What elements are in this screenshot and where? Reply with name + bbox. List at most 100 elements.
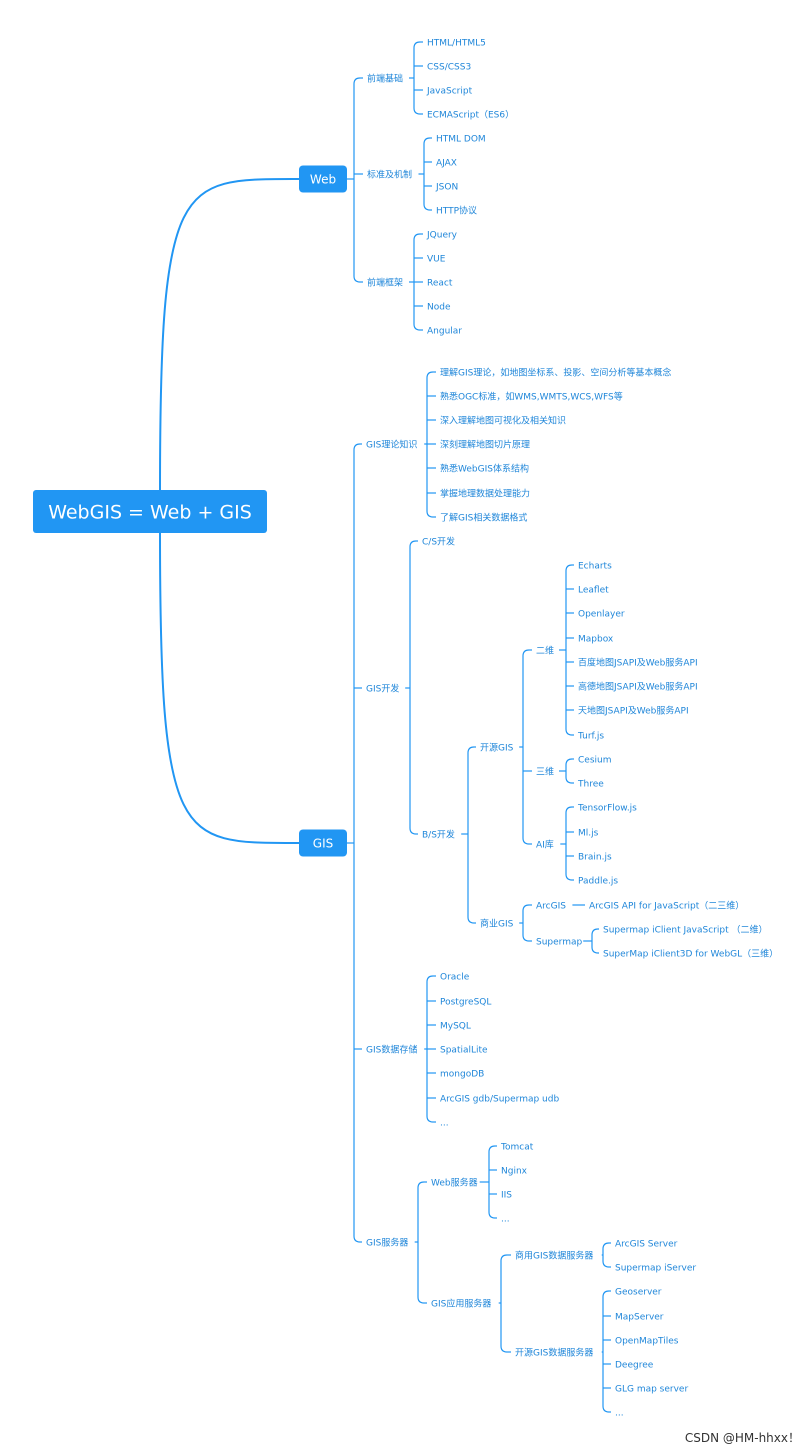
json-label: JSON [435, 183, 458, 193]
ai库-bracket [565, 806, 573, 881]
开源gis数据服务器-label: 开源GIS数据服务器 [515, 1347, 593, 1359]
deegree-label: Deegree [615, 1361, 654, 1371]
标准及机制-label: 标准及机制 [367, 169, 412, 181]
b-s开发-label: B/S开发 [422, 829, 455, 841]
高德地图jsapi及web服务api-label: 高德地图JSAPI及Web服务API [578, 681, 698, 693]
深刻理解地图切片原理-label: 深刻理解地图切片原理 [440, 439, 530, 451]
b-s开发-bracket [467, 746, 475, 924]
mysql-label: MySQL [440, 1022, 471, 1032]
css-css3-label: CSS/CSS3 [427, 63, 471, 73]
web服务器-bracket [488, 1145, 496, 1219]
tensorflow-js-label: TensorFlow.js [577, 804, 637, 814]
leaflet-label: Leaflet [578, 586, 609, 596]
web-main-curve [159, 177, 300, 491]
tomcat-label: Tomcat [500, 1143, 534, 1153]
web-node [299, 165, 347, 193]
gis开发-label: GIS开发 [366, 683, 399, 695]
web-bracket [353, 77, 361, 283]
supermap-iclient3d-for-webgl-三维-label: SuperMap iClient3D for WebGL（三维） [603, 948, 778, 960]
turf-js-label: Turf.js [577, 732, 604, 742]
标准及机制-bracket [423, 137, 431, 211]
angular-label: Angular [427, 327, 462, 337]
ecmascript-es6-label: ECMAScript（ES6） [427, 110, 514, 121]
vue-label: VUE [427, 255, 446, 265]
web服务器-label: Web服务器 [431, 1177, 478, 1189]
react-label: React [427, 279, 453, 289]
掌握地理数据处理能力-label: 掌握地理数据处理能力 [440, 488, 530, 500]
商业gis-label: 商业GIS [480, 918, 514, 930]
html-dom-label: HTML DOM [436, 135, 486, 145]
开源gis-bracket [522, 649, 530, 845]
前端框架-label: 前端框架 [367, 277, 403, 289]
商业gis-bracket [522, 904, 530, 942]
watermark: CSDN @HM-hhxx！ [684, 1431, 800, 1445]
天地图jsapi及web服务api-label: 天地图JSAPI及Web服务API [578, 705, 689, 717]
gis数据存储-label: GIS数据存储 [366, 1044, 417, 1056]
cesium-label: Cesium [578, 756, 611, 766]
gis-bracket [353, 443, 361, 1243]
了解gis相关数据格式-label: 了解GIS相关数据格式 [440, 512, 527, 524]
前端基础-bracket [413, 41, 421, 115]
spatiallite-label: SpatialLite [440, 1046, 488, 1056]
ml-js-label: Ml.js [578, 829, 599, 839]
node-label: ... [501, 1215, 510, 1225]
paddle-js-label: Paddle.js [578, 877, 618, 887]
arcgis-api-for-javascript-二三维-label: ArcGIS API for JavaScript（二三维） [589, 900, 744, 912]
mapbox-label: Mapbox [578, 635, 614, 645]
nginx-label: Nginx [501, 1167, 528, 1177]
商用gis数据服务器-label: 商用GIS数据服务器 [515, 1250, 593, 1262]
开源gis数据服务器-bracket [602, 1290, 610, 1413]
openlayer-label: Openlayer [578, 610, 625, 620]
openmaptiles-label: OpenMapTiles [615, 1337, 679, 1347]
oracle-label: Oracle [440, 973, 470, 983]
html-html5-label: HTML/HTML5 [427, 39, 486, 49]
node-label: ... [440, 1119, 449, 1129]
商用gis数据服务器-bracket [602, 1242, 610, 1268]
arcgis-gdb-supermap-udb-label: ArcGIS gdb/Supermap udb [440, 1095, 559, 1105]
supermap-iclient-javascript-二维-label: Supermap iClient JavaScript （二维） [603, 924, 767, 936]
ajax-label: AJAX [436, 159, 457, 169]
gis理论知识-label: GIS理论知识 [366, 439, 417, 451]
二维-label: 二维 [536, 645, 554, 657]
root-label: WebGIS = Web + GIS [48, 502, 252, 524]
百度地图jsapi及web服务api-label: 百度地图JSAPI及Web服务API [578, 657, 698, 669]
gis-node [299, 829, 347, 857]
gis服务器-bracket [417, 1181, 425, 1304]
echarts-label: Echarts [578, 562, 612, 572]
熟悉webgis体系结构-label: 熟悉WebGIS体系结构 [440, 463, 529, 475]
brain-js-label: Brain.js [578, 853, 612, 863]
gis-label: GIS [313, 837, 333, 851]
开源gis-label: 开源GIS [480, 743, 514, 754]
three-label: Three [577, 780, 604, 790]
node-label: Node [427, 303, 451, 313]
理解gis理论-如地图坐标系-投影-空间分析等基本概念-label: 理解GIS理论，如地图坐标系、投影、空间分析等基本概念 [440, 367, 671, 379]
node-label: ... [615, 1409, 624, 1419]
http协议-label: HTTP协议 [436, 205, 477, 217]
supermap-bracket [591, 928, 599, 954]
三维-label: 三维 [536, 766, 554, 778]
javascript-label: JavaScript [426, 87, 473, 97]
root-node [33, 490, 267, 533]
熟悉ogc标准-如wms-wmts-wcs-wfs等-label: 熟悉OGC标准，如WMS,WMTS,WCS,WFS等 [440, 391, 623, 403]
ai库-label: AI库 [536, 839, 554, 851]
gis应用服务器-bracket [500, 1254, 508, 1353]
web-label: Web [310, 173, 336, 187]
前端基础-label: 前端基础 [367, 73, 403, 85]
c-s开发-label: C/S开发 [422, 536, 455, 548]
二维-bracket [565, 564, 573, 736]
gis-main-curve [159, 532, 300, 845]
postgresql-label: PostgreSQL [440, 998, 491, 1008]
iis-label: IIS [501, 1191, 512, 1201]
glg-map-server-label: GLG map server [615, 1385, 688, 1395]
geoserver-label: Geoserver [615, 1288, 662, 1298]
三维-bracket [565, 758, 573, 784]
arcgis-label: ArcGIS [536, 902, 566, 912]
gis应用服务器-label: GIS应用服务器 [431, 1298, 491, 1310]
arcgis-server-label: ArcGIS Server [615, 1240, 678, 1250]
supermap-iserver-label: Supermap iServer [615, 1264, 696, 1274]
mapserver-label: MapServer [615, 1313, 664, 1323]
jquery-label: JQuery [426, 231, 458, 241]
gis开发-bracket [409, 540, 417, 835]
mongodb-label: mongoDB [440, 1070, 484, 1080]
